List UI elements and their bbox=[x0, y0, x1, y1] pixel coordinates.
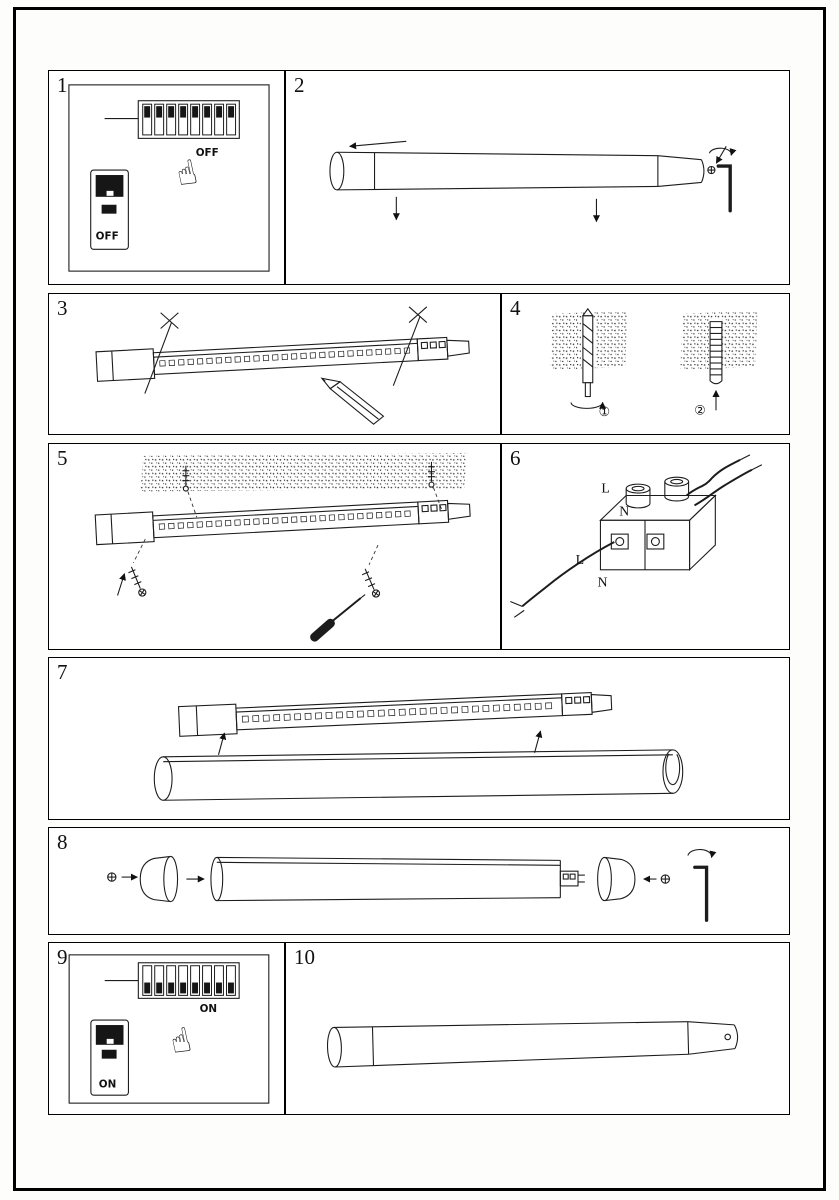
step-number-7: 7 bbox=[57, 660, 68, 684]
cross-mark-left bbox=[160, 312, 179, 329]
screw-dash-left bbox=[132, 538, 146, 564]
panel-step-5: 5 bbox=[48, 443, 501, 650]
on-label-breaker: ON bbox=[99, 1078, 116, 1090]
tube-body bbox=[210, 856, 585, 902]
terminal-end bbox=[416, 336, 470, 362]
end-cap bbox=[657, 155, 705, 187]
panel-step-1: 1 OFF ☝ OFF bbox=[48, 70, 285, 285]
align-dash-right bbox=[433, 487, 443, 512]
illustration-finished-light bbox=[326, 1021, 739, 1068]
step-number-8: 8 bbox=[57, 830, 68, 854]
hex-key-icon bbox=[716, 164, 732, 213]
tube-light bbox=[329, 151, 705, 191]
ceiling-screw-left bbox=[182, 465, 190, 492]
ceiling-section bbox=[140, 452, 468, 492]
dip-switch-bank bbox=[104, 100, 240, 139]
step-number-5: 5 bbox=[57, 446, 68, 470]
off-label-breaker: OFF bbox=[96, 230, 119, 242]
wall-anchor-icon bbox=[709, 321, 723, 385]
live-label-bottom: L bbox=[576, 552, 584, 567]
panel-step-4: 4 bbox=[501, 293, 790, 435]
live-label-top: L bbox=[601, 481, 609, 496]
screwdriver-icon bbox=[310, 594, 366, 642]
illustration-fit-endcaps bbox=[107, 849, 717, 922]
marker-2-label: ② bbox=[694, 403, 705, 418]
off-label-dip: OFF bbox=[196, 147, 219, 159]
neutral-label-top: N bbox=[619, 503, 629, 518]
insert-arrow-left bbox=[117, 573, 126, 596]
panel-step-9: 9 ON ☝ ON bbox=[48, 942, 285, 1115]
ceiling-screw-right bbox=[428, 461, 435, 488]
illustration-mark-holes bbox=[95, 306, 470, 425]
attach-arrow-right bbox=[534, 730, 543, 753]
illustration-attach-diffuser bbox=[153, 692, 684, 801]
step-number-2: 2 bbox=[294, 73, 305, 97]
marker-1-label: ① bbox=[599, 405, 610, 420]
cap-screw bbox=[707, 165, 716, 175]
attach-arrow-left bbox=[217, 732, 227, 755]
step-number-6: 6 bbox=[510, 446, 521, 470]
arrow-left bbox=[349, 140, 407, 150]
incoming-wires bbox=[685, 454, 763, 507]
inset-frame bbox=[68, 954, 270, 1104]
screw-left bbox=[107, 872, 117, 882]
end-cap bbox=[687, 1021, 739, 1055]
illustration-mount-base bbox=[94, 452, 471, 642]
pencil-icon bbox=[320, 377, 385, 425]
step-number-3: 3 bbox=[57, 296, 68, 320]
end-cap-right bbox=[597, 856, 636, 902]
mounting-screw-left bbox=[128, 566, 147, 597]
terminal-screw-1 bbox=[625, 483, 651, 509]
rotate-arrow bbox=[687, 849, 717, 859]
step-number-4: 4 bbox=[510, 296, 521, 320]
illustration-power-on: ON ☝ ON bbox=[68, 954, 270, 1104]
step-number-9: 9 bbox=[57, 945, 68, 969]
panel-step-8: 8 bbox=[48, 827, 790, 935]
terminal-end bbox=[417, 499, 471, 525]
tube-light bbox=[326, 1021, 739, 1068]
panel-step-2: 2 bbox=[285, 70, 790, 285]
panel-step-10: 10 bbox=[285, 942, 790, 1115]
led-bar bbox=[95, 336, 470, 382]
mark-line-right bbox=[392, 316, 421, 386]
diffuser-cover bbox=[153, 749, 684, 801]
terminal-screw-2 bbox=[664, 476, 690, 502]
terminal-block bbox=[599, 476, 717, 572]
step-number-1: 1 bbox=[57, 73, 68, 97]
on-label-dip: ON bbox=[200, 1003, 217, 1015]
led-bar bbox=[177, 692, 613, 737]
rotate-arrow bbox=[708, 147, 737, 156]
align-dash-left bbox=[187, 491, 198, 518]
mounting-screw-center bbox=[361, 568, 381, 598]
drill-bit-icon bbox=[581, 307, 594, 398]
pressing-hand-icon: ☝ bbox=[167, 1020, 195, 1062]
step-number-10: 10 bbox=[294, 945, 315, 969]
rotation-arrow bbox=[570, 401, 607, 409]
illustration-wiring: L N L N bbox=[510, 454, 763, 618]
circuit-breaker bbox=[90, 1019, 129, 1096]
illustration-remove-endcap bbox=[329, 140, 737, 223]
panel-step-7: 7 bbox=[48, 657, 790, 820]
cross-mark-right bbox=[408, 306, 428, 323]
illustration-drill-plug: ① ② bbox=[550, 307, 758, 420]
panel-step-3: 3 bbox=[48, 293, 501, 435]
hex-key-icon bbox=[693, 865, 709, 922]
screw-right bbox=[660, 874, 671, 884]
dip-switch-bank bbox=[104, 962, 240, 999]
screw-dash-center bbox=[368, 544, 379, 566]
end-cap-left bbox=[139, 855, 179, 903]
supply-wire bbox=[510, 541, 615, 618]
neutral-label-bottom: N bbox=[597, 575, 607, 590]
circuit-breaker bbox=[90, 169, 129, 250]
terminal-end bbox=[561, 692, 613, 717]
end-connector bbox=[559, 870, 585, 887]
page-border bbox=[13, 7, 826, 1191]
illustration-power-off: OFF ☝ OFF bbox=[68, 84, 270, 272]
led-bar bbox=[94, 499, 471, 546]
panel-step-6: 6 bbox=[501, 443, 790, 650]
mark-line-left bbox=[144, 322, 172, 394]
inset-frame bbox=[68, 84, 270, 272]
